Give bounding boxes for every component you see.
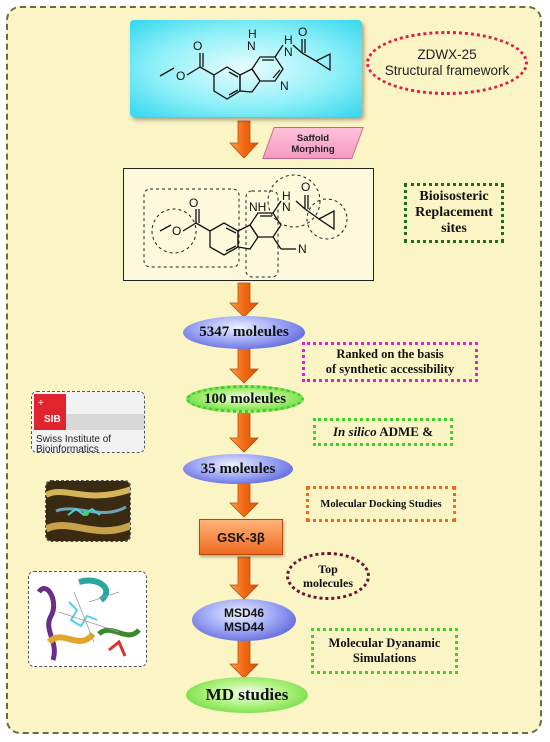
lead-compound-structure: O O H N H N O N (159, 25, 331, 100)
step-35-molecules: 35 moleules (183, 454, 293, 484)
svg-text:N: N (247, 39, 256, 53)
svg-text:H: H (248, 27, 257, 41)
arrow-7 (229, 639, 259, 679)
arrow-2 (229, 282, 259, 318)
zdwx25-label: ZDWX-25 Structural framework (366, 31, 528, 95)
docking-image-card (45, 480, 131, 542)
arrow-4 (229, 410, 259, 453)
bioisosteric-structure: O O NH H N O N (143, 174, 348, 278)
ranked-note: Ranked on the basis of synthetic accessi… (302, 342, 478, 382)
svg-text:O: O (189, 196, 198, 210)
svg-text:SIB: SIB (44, 414, 61, 425)
svg-text:N: N (282, 200, 291, 214)
lead-compound-box: O O H N H N O N (130, 20, 362, 117)
docking-image (46, 481, 130, 541)
md-image (36, 577, 141, 661)
svg-text:O: O (301, 180, 310, 194)
scaffold-morphing-label: Saffold Morphing (291, 133, 335, 155)
svg-text:Swiss Institute of: Swiss Institute of (36, 434, 111, 445)
docking-note: Molecular Docking Studies (306, 486, 456, 522)
svg-text:N: N (298, 242, 307, 256)
step-100-molecules: 100 moleules (186, 385, 304, 413)
gsk3b-target: GSK-3β (199, 519, 283, 555)
sib-logo: + SIB Swiss Institute of Bioinformatics (32, 392, 144, 453)
md-simulation-note: Molecular Dyanamic Simulations (311, 628, 458, 674)
svg-text:N: N (284, 45, 293, 59)
svg-text:O: O (172, 224, 181, 238)
step-md-studies: MD studies (186, 677, 308, 713)
step-5347-molecules: 5347 moleules (183, 316, 305, 349)
top-molecules-note: Top molecules (286, 552, 370, 600)
md-image-card (28, 571, 147, 667)
svg-text:H: H (282, 189, 291, 203)
svg-text:O: O (176, 69, 185, 83)
svg-text:NH: NH (249, 200, 266, 214)
svg-text:N: N (280, 79, 289, 93)
svg-text:+: + (38, 398, 44, 409)
arrow-6 (229, 556, 259, 600)
arrow-1 (229, 120, 259, 159)
sib-logo-card: + SIB Swiss Institute of Bioinformatics (31, 391, 145, 453)
svg-text:O: O (298, 25, 307, 39)
svg-text:O: O (193, 39, 202, 53)
bioisosteric-label: Bioisosteric Replacement sites (404, 183, 504, 243)
svg-text:H: H (284, 33, 293, 47)
svg-text:Bioinformatics: Bioinformatics (36, 444, 99, 453)
adme-note: In silico ADME & (313, 418, 453, 446)
arrow-3 (229, 346, 259, 384)
bioisosteric-structure-box: O O NH H N O N (123, 168, 374, 281)
arrow-5 (229, 482, 259, 518)
step-top-compounds: MSD46 MSD44 (192, 599, 296, 641)
